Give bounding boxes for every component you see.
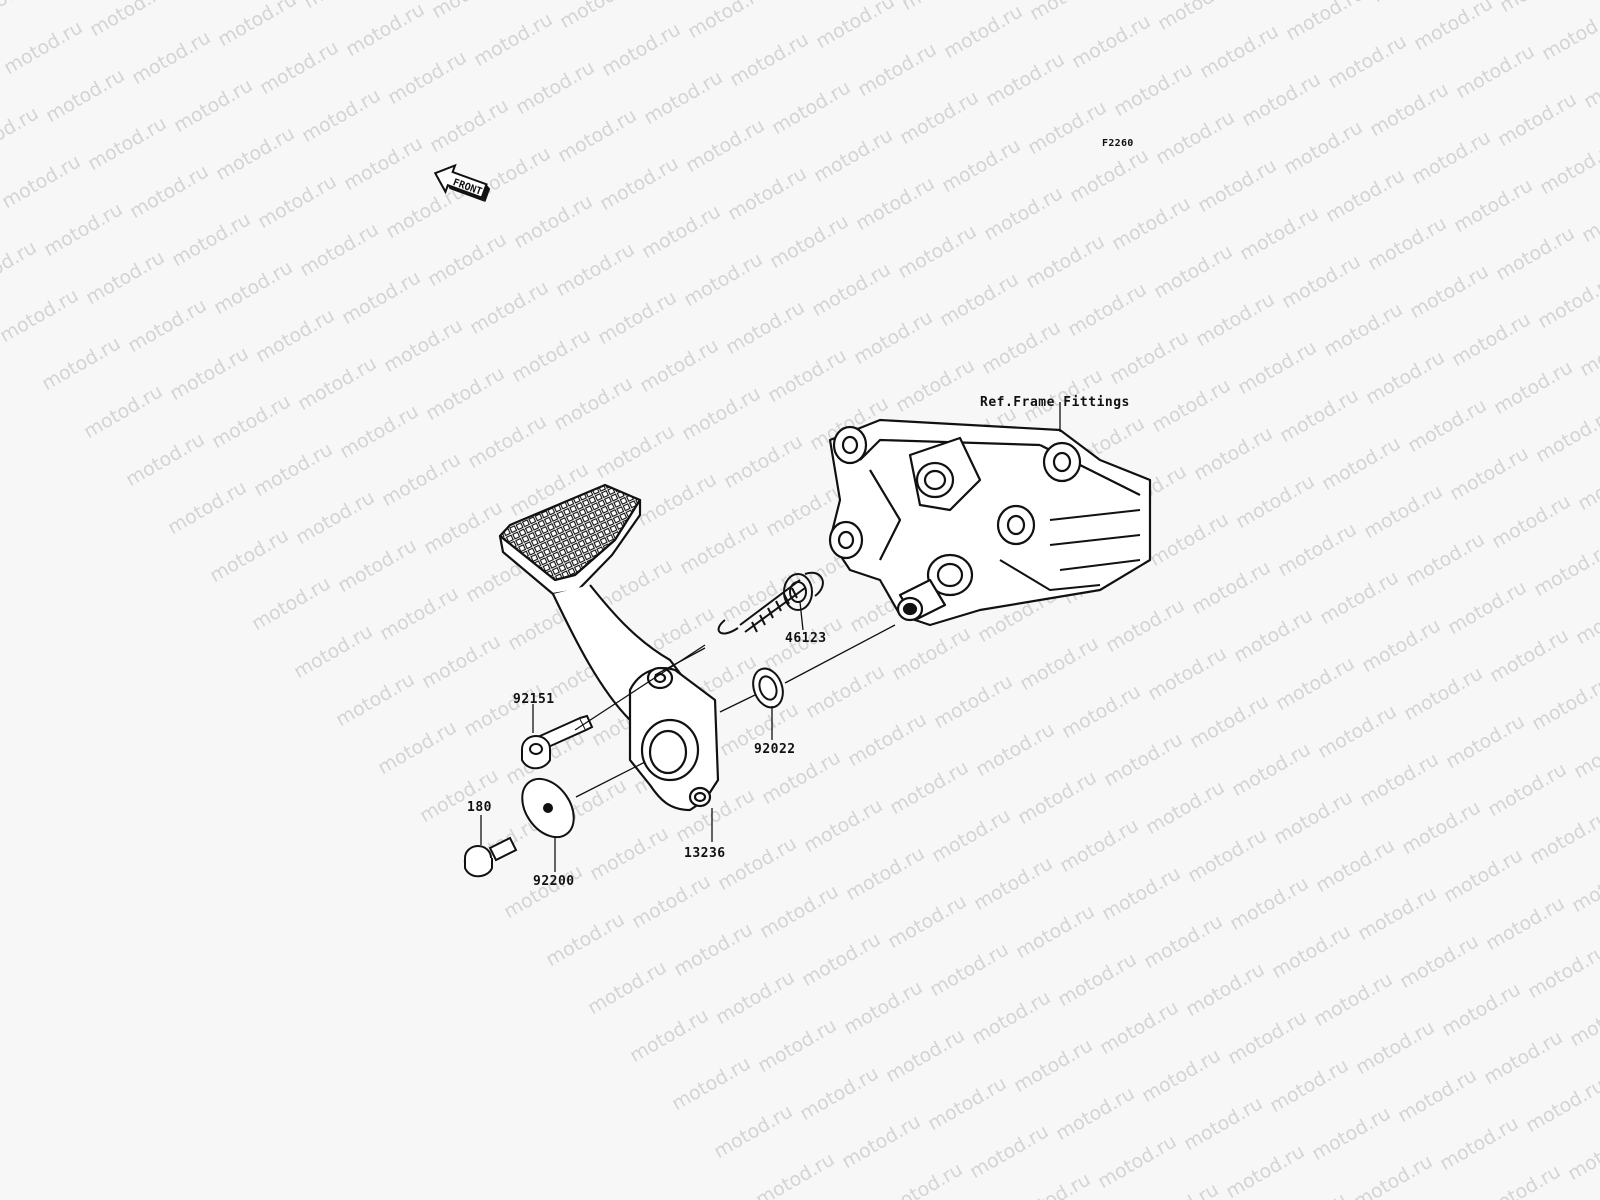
part-label-92022[interactable]: 92022 (754, 742, 796, 757)
bolt-92151-icon (521, 714, 594, 770)
assembly-lines (480, 402, 1061, 872)
part-label-92151[interactable]: 92151 (513, 692, 555, 707)
reference-label: Ref.Frame Fittings (980, 395, 1130, 410)
part-label-46123[interactable]: 46123 (785, 631, 827, 646)
brake-pedal-icon (498, 483, 720, 812)
part-label-180[interactable]: 180 (467, 800, 492, 815)
diagram-code: F2260 (1102, 138, 1134, 149)
bolt-180-icon (464, 836, 518, 878)
part-label-13236[interactable]: 13236 (684, 846, 726, 861)
washer-92022-icon (752, 667, 784, 709)
front-arrow-icon: FRONT (433, 163, 491, 203)
part-label-92200[interactable]: 92200 (533, 874, 575, 889)
frame-fitting-icon (828, 418, 1152, 627)
washer-92200-icon (521, 777, 575, 839)
spring-icon (717, 571, 824, 635)
